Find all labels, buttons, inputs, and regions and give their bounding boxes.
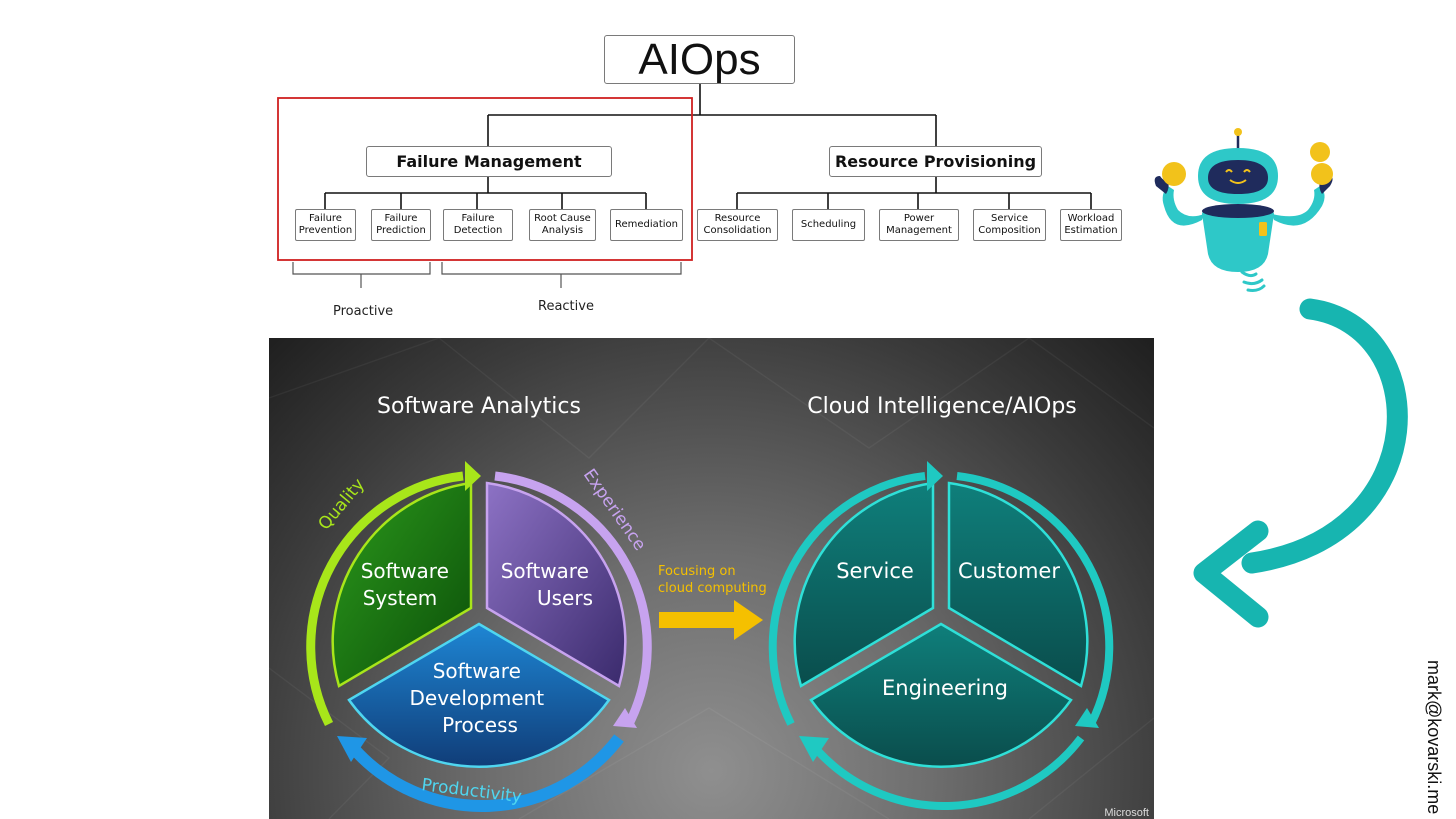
resource-provisioning-node: Resource Provisioning bbox=[829, 146, 1042, 177]
robot-eyes bbox=[1225, 169, 1251, 173]
service-label: Service bbox=[836, 559, 914, 583]
robot-chest-panel bbox=[1259, 222, 1267, 236]
curved-arrow bbox=[1193, 298, 1408, 628]
productivity-arrowhead bbox=[337, 736, 367, 762]
engineering-arc bbox=[814, 735, 1085, 810]
root-cause-analysis-node: Root Cause Analysis bbox=[529, 209, 596, 241]
workload-estimation-node: Workload Estimation bbox=[1060, 209, 1122, 241]
microsoft-credit: Microsoft bbox=[1104, 807, 1149, 819]
experience-arc bbox=[494, 471, 652, 727]
software-analytics-title: Software Analytics bbox=[377, 394, 581, 419]
service-arrowhead bbox=[927, 461, 943, 491]
robot-hover-lines bbox=[1240, 270, 1266, 292]
software-system-segment bbox=[331, 481, 473, 688]
robot-coin-right-top bbox=[1310, 142, 1330, 162]
software-users-label: Software Users bbox=[501, 559, 596, 610]
engineering-segment bbox=[809, 622, 1073, 768]
engineering-label: Engineering bbox=[882, 676, 1008, 700]
failure-detection-node: Failure Detection bbox=[443, 209, 513, 241]
robot-smile bbox=[1229, 179, 1247, 184]
failure-management-node: Failure Management bbox=[366, 146, 612, 177]
software-process-label: Software Development Process bbox=[410, 659, 551, 737]
robot-body bbox=[1202, 206, 1274, 272]
quality-arrowhead bbox=[465, 461, 481, 491]
customer-arc bbox=[956, 472, 1114, 726]
proactive-label: Proactive bbox=[333, 304, 394, 319]
engineering-arrowhead bbox=[799, 736, 829, 762]
service-segment bbox=[793, 481, 935, 688]
software-process-segment bbox=[347, 622, 611, 768]
service-arc bbox=[768, 472, 926, 726]
reactive-label: Reactive bbox=[538, 299, 594, 314]
panel-graphic: Software Analytics Cloud Intelligence/AI… bbox=[269, 338, 1154, 819]
transition-text: Focusing on cloud computing bbox=[658, 564, 767, 596]
transition-arrow bbox=[659, 600, 763, 640]
aiops-root-node: AIOps bbox=[604, 35, 795, 84]
author-email: mark@kovarski.me bbox=[1424, 660, 1444, 815]
tree-connectors bbox=[277, 84, 1092, 288]
failure-prediction-node: Failure Prediction bbox=[371, 209, 431, 241]
productivity-arc bbox=[350, 734, 624, 812]
remediation-node: Remediation bbox=[610, 209, 683, 241]
scheduling-node: Scheduling bbox=[792, 209, 865, 241]
customer-segment bbox=[947, 481, 1089, 688]
robot-right-arm bbox=[1272, 186, 1325, 226]
robot-left-arm bbox=[1162, 186, 1204, 226]
experience-arrowhead bbox=[613, 708, 637, 728]
robot-coin-right-bottom bbox=[1311, 163, 1333, 185]
robot-collar bbox=[1202, 204, 1274, 218]
robot-coin-left bbox=[1162, 162, 1186, 186]
failure-prevention-node: Failure Prevention bbox=[295, 209, 356, 241]
robot-face bbox=[1208, 160, 1268, 194]
robot-illustration bbox=[1154, 128, 1333, 292]
customer-arrowhead bbox=[1075, 708, 1099, 728]
analytics-panel: Software Analytics Cloud Intelligence/AI… bbox=[269, 338, 1154, 819]
quality-arc bbox=[306, 471, 464, 727]
service-composition-node: Service Composition bbox=[973, 209, 1046, 241]
resource-consolidation-node: Resource Consolidation bbox=[697, 209, 778, 241]
background-facets bbox=[269, 338, 1154, 819]
software-users-segment bbox=[485, 481, 627, 688]
cloud-intelligence-title: Cloud Intelligence/AIOps bbox=[807, 394, 1077, 419]
power-management-node: Power Management bbox=[879, 209, 959, 241]
software-system-label: Software System bbox=[361, 559, 456, 610]
failure-management-highlight-box bbox=[277, 97, 693, 261]
customer-label: Customer bbox=[958, 559, 1060, 583]
